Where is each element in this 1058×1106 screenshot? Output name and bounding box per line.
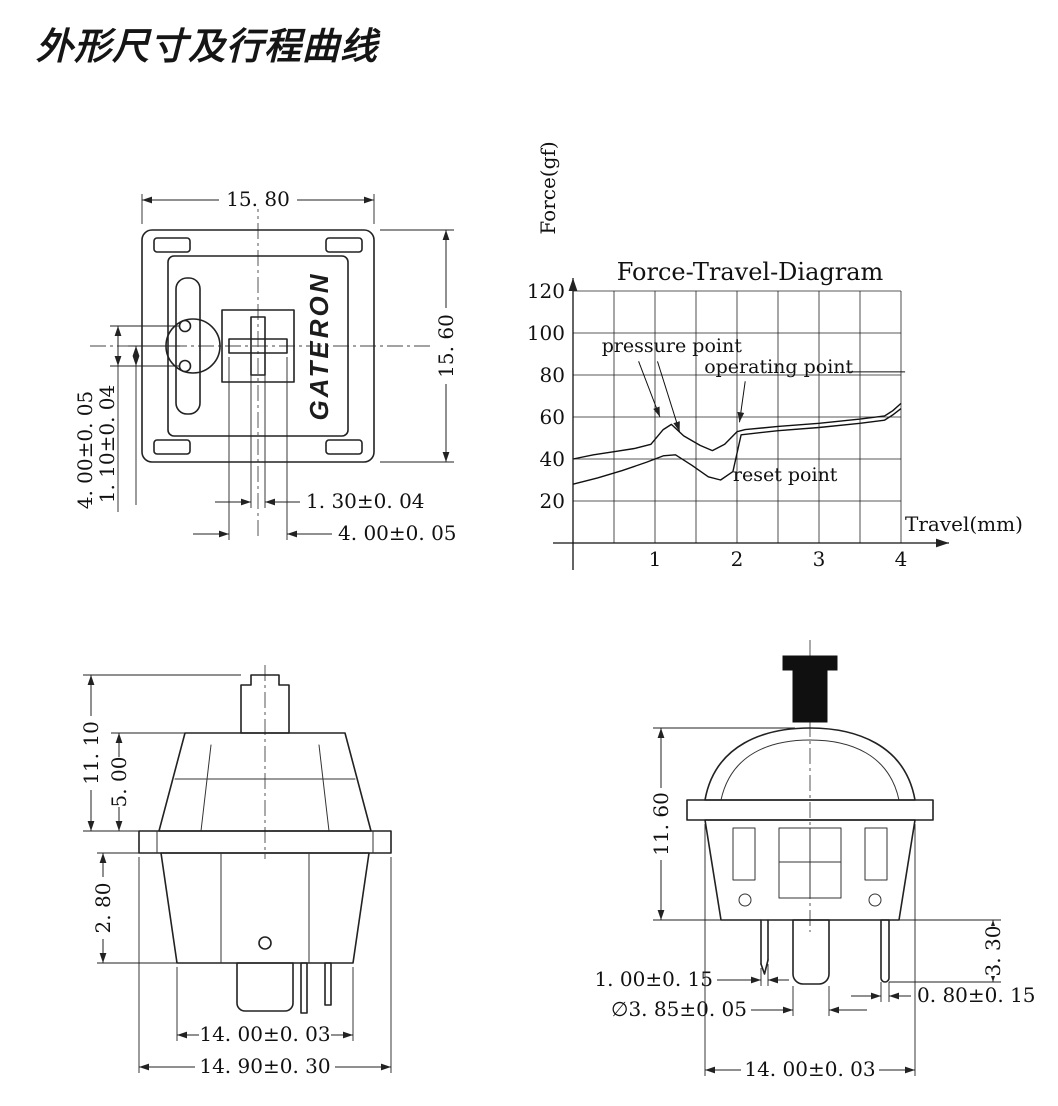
annotation-pressure-point: pressure point: [602, 335, 743, 357]
front-view-dimensions: 11. 60 3. 30 1. 00±0. 15 ∅3. 85±0. 05: [594, 727, 1036, 1081]
pin: [300, 962, 308, 1014]
annotation-operating-point: operating point: [704, 356, 853, 378]
stem-cross: [221, 309, 295, 383]
dim-height-upper: 5. 00: [107, 757, 131, 808]
dim-top-width: 15. 80: [226, 187, 290, 211]
x-tick-label: 4: [895, 547, 908, 571]
curve-press: [572, 402, 902, 460]
dim-pin-width: 1. 00±0. 15: [594, 967, 713, 991]
corner-clip: [325, 439, 363, 455]
y-tick-label: 60: [540, 405, 565, 429]
side-view-panel: 11. 10 5. 00 2. 80 14. 00±0. 03 14. 90±0…: [79, 665, 392, 1078]
knob-hole: [178, 359, 192, 373]
metal-pin-short: [880, 919, 890, 983]
pin: [324, 962, 332, 1006]
dim-side-pitch: 4. 00±0. 05: [73, 391, 97, 510]
dim-stem-cross: 4. 00±0. 05: [338, 521, 457, 545]
dim-width-flange: 14. 90±0. 30: [199, 1054, 330, 1078]
dim-pin-length: 3. 30: [981, 926, 1005, 977]
dim-height-total: 11. 10: [79, 721, 103, 785]
chart-axes: [553, 278, 949, 570]
knob-hole: [178, 319, 192, 333]
top-view-panel: GATERON 15. 80 15. 60 4. 00±0. 05 1.: [73, 187, 458, 545]
corner-clip: [153, 237, 191, 253]
chart-tick-labels: 20 40 60 80 100 120 1 2 3 4: [527, 279, 908, 571]
y-tick-label: 120: [527, 279, 565, 303]
y-tick-label: 40: [540, 447, 565, 471]
corner-clip: [153, 439, 191, 455]
dim-width-body: 14. 00±0. 03: [199, 1022, 330, 1046]
dim-stem-slot: 1. 30±0. 04: [306, 489, 425, 513]
y-tick-label: 100: [527, 321, 565, 345]
upper-housing-dome: [704, 727, 916, 801]
x-tick-label: 3: [813, 547, 826, 571]
force-travel-chart: 20 40 60 80 100 120 1 2 3 4 pressure pointoperati…: [527, 141, 1023, 571]
metal-pin-long: [760, 919, 769, 975]
lower-housing: [160, 852, 370, 964]
brand-logo: GATERON: [304, 271, 334, 420]
annotation-reset-point: reset point: [733, 464, 838, 486]
curve-return: [572, 408, 902, 485]
corner-clip: [325, 237, 363, 253]
dim-top-height: 15. 60: [434, 314, 458, 378]
dim-depth-lower: 2. 80: [91, 883, 115, 934]
dim-height-total: 11. 60: [649, 792, 673, 856]
dim-side-offset: 1. 10±0. 04: [95, 385, 119, 504]
dim-pin2-width: 0. 80±0. 15: [917, 983, 1036, 1007]
x-tick-label: 1: [649, 547, 662, 571]
page-title: 外形尺寸及行程曲线: [36, 26, 378, 67]
y-tick-label: 20: [540, 489, 565, 513]
chart-x-axis-label: Travel(mm): [905, 512, 1023, 536]
x-tick-label: 2: [731, 547, 744, 571]
chart-y-axis-label: Force(gf): [536, 141, 560, 234]
center-post: [236, 962, 294, 1012]
dim-post-diameter: ∅3. 85±0. 05: [611, 997, 747, 1021]
switch-front-outline: [686, 727, 934, 985]
y-tick-label: 80: [540, 363, 565, 387]
front-view-panel: 11. 60 3. 30 1. 00±0. 15 ∅3. 85±0. 05: [594, 640, 1036, 1081]
top-view-dimensions: 15. 80 15. 60 4. 00±0. 05 1. 10±0. 04 1.…: [73, 187, 458, 545]
chart-series: [572, 402, 902, 485]
switch-side-outline: [138, 674, 392, 1014]
chart-title: Force-Travel-Diagram: [617, 258, 884, 286]
dim-width-body: 14. 00±0. 03: [744, 1057, 875, 1081]
center-post: [792, 919, 830, 985]
side-view-dimensions: 11. 10 5. 00 2. 80 14. 00±0. 03 14. 90±0…: [79, 674, 392, 1078]
chart-grid: [573, 290, 902, 543]
stem-cap-black: [782, 655, 838, 723]
switch-top-outline: [141, 229, 375, 463]
